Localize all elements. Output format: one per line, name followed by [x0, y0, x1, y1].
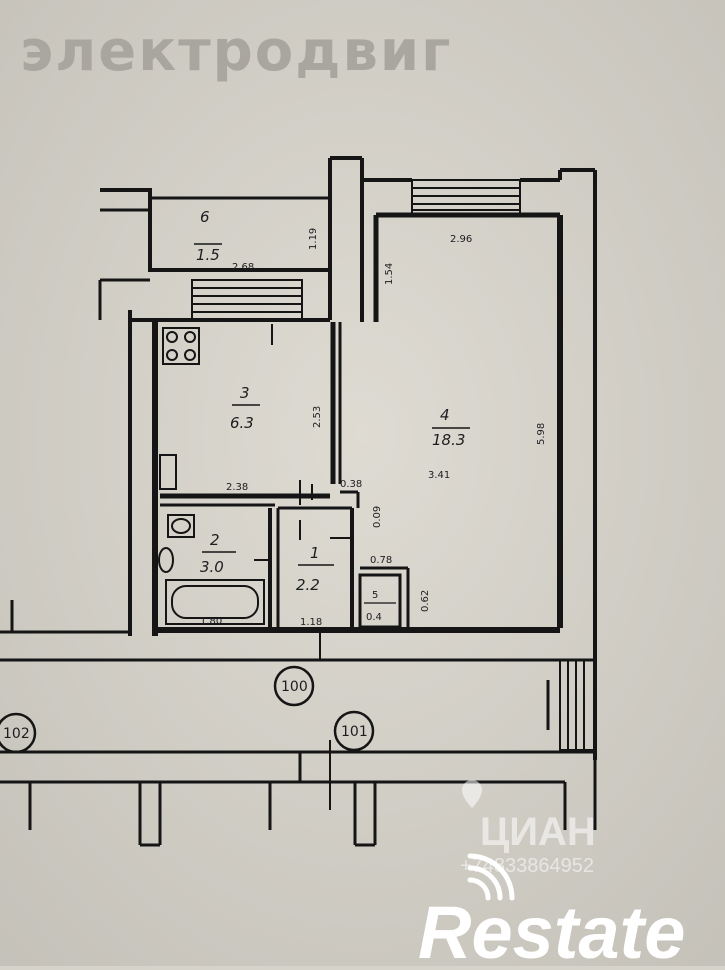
dim-door-width: 0.38: [340, 479, 362, 490]
room-number-balcony: 6: [200, 208, 210, 226]
axis-label-100: 100: [281, 679, 308, 695]
axis-marker-101: 101: [333, 710, 375, 752]
kitchen-sink: [159, 454, 177, 490]
dim-living-height: 5.98: [536, 423, 547, 445]
dim-living-inner: 3.41: [428, 470, 450, 481]
dim-balcony-depth: 1.19: [308, 228, 319, 250]
room-number-hall: 1: [310, 544, 320, 562]
dim-kitchen-height: 2.53: [312, 406, 323, 428]
washbasin: [167, 514, 195, 538]
location-pin-icon: [462, 780, 482, 808]
dim-balcony-width: 2.68: [232, 262, 254, 273]
room-area-hall: 2.2: [296, 576, 320, 594]
dim-hall-width: 1.18: [300, 617, 322, 628]
room-area-kitchen: 6.3: [230, 414, 254, 432]
logo-text: Restate: [418, 891, 685, 966]
dim-bath-width: 1.80: [200, 616, 222, 627]
dim-hall-mid: 0.78: [370, 555, 392, 566]
axis-label-102: 102: [3, 726, 30, 742]
doors: [254, 324, 352, 660]
window-corridor: [559, 659, 596, 751]
axis-marker-102: 102: [0, 712, 37, 754]
toilet: [158, 547, 174, 573]
room-number-closet: 5: [372, 590, 378, 601]
window-living: [411, 179, 521, 217]
signal-waves-icon: [467, 853, 515, 901]
room-area-balcony: 1.5: [196, 246, 220, 264]
dim-kitchen-vent: 0.09: [372, 506, 383, 528]
room-area-closet: 0.4: [366, 612, 382, 623]
bathtub: [165, 579, 265, 625]
dim-living-side: 1.54: [384, 263, 395, 285]
watermark-brand: ЦИАН: [480, 810, 596, 854]
stove: [162, 327, 200, 365]
room-number-bathroom: 2: [210, 531, 220, 549]
room-area-living: 18.3: [432, 431, 465, 449]
restate-logo: Restate: [418, 853, 685, 970]
dim-living-top: 2.96: [450, 234, 472, 245]
room-number-kitchen: 3: [240, 384, 250, 402]
dim-kitchen-width: 2.38: [226, 482, 248, 493]
header-text: электродвиг: [20, 19, 452, 84]
axis-marker-100: 100: [273, 665, 315, 707]
window-balcony: [191, 279, 303, 321]
room-number-living: 4: [440, 406, 450, 424]
axis-label-101: 101: [341, 724, 368, 740]
room-area-bathroom: 3.0: [200, 558, 224, 576]
dim-closet-height: 0.62: [420, 590, 431, 612]
